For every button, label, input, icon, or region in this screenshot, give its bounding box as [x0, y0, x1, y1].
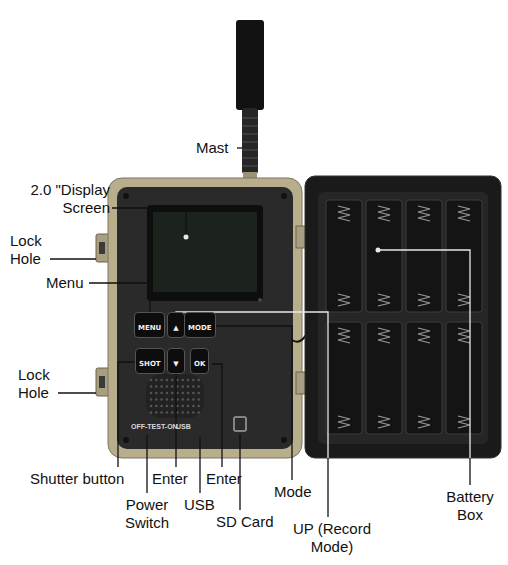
part-label: Enter: [206, 470, 242, 488]
antenna-rod: [242, 108, 258, 174]
screw: [123, 437, 129, 443]
antenna-ribs: [242, 118, 258, 166]
leader-lines: [50, 148, 470, 517]
battery-tray: [318, 192, 488, 444]
part-label: 2.0 "Display Screen: [18, 181, 110, 217]
part-label: USB: [184, 496, 215, 514]
camera-button: MENU: [134, 312, 165, 338]
part-label: Shutter button: [30, 470, 124, 488]
sd-icon: [234, 417, 246, 431]
part-label: SD Card: [216, 513, 274, 531]
screw: [281, 437, 287, 443]
camera-housing: [108, 178, 302, 458]
part-label: Mode: [274, 483, 312, 501]
leader-lines-on-dark: [176, 250, 470, 458]
camera-button: ▲: [167, 312, 185, 338]
button-text: ▼: [173, 360, 178, 368]
button-text: OK: [194, 360, 205, 368]
screen-bezel: [147, 205, 263, 301]
camera-button: SHOT: [135, 348, 165, 374]
display-screen: [153, 212, 257, 292]
button-text: ▲: [173, 324, 178, 332]
lock-slot: [99, 242, 105, 254]
camera-button: ▼: [167, 348, 185, 374]
speaker-grille: [146, 374, 204, 418]
printed-marking: OFF-TEST-ON: [131, 423, 178, 431]
button-text: SHOT: [139, 360, 161, 368]
antenna-blade: [236, 20, 264, 110]
part-label: Menu: [46, 274, 84, 292]
leader-dot: [184, 235, 189, 240]
part-label: Lock Hole: [10, 232, 50, 268]
battery-slots: [326, 200, 482, 434]
screw: [123, 193, 129, 199]
part-label: Power Switch: [120, 496, 174, 532]
part-label: Battery Box: [438, 488, 502, 524]
speaker-holes: [150, 379, 200, 414]
camera-front-panel: [117, 187, 293, 449]
printed-marking: USB: [176, 423, 191, 431]
part-label: Lock Hole: [18, 366, 58, 402]
part-label: UP (Record Mode): [272, 520, 392, 556]
battery-door: [305, 176, 501, 458]
lock-slot: [99, 376, 105, 388]
camera-button: MODE: [184, 312, 216, 338]
camera-button: OK: [190, 348, 209, 374]
button-text: MODE: [188, 324, 212, 332]
part-label: Enter: [152, 470, 188, 488]
leader-dot: [376, 248, 381, 253]
screw: [281, 193, 287, 199]
sensor: [258, 298, 262, 302]
part-label: Mast: [196, 139, 229, 157]
button-text: MENU: [138, 324, 161, 332]
